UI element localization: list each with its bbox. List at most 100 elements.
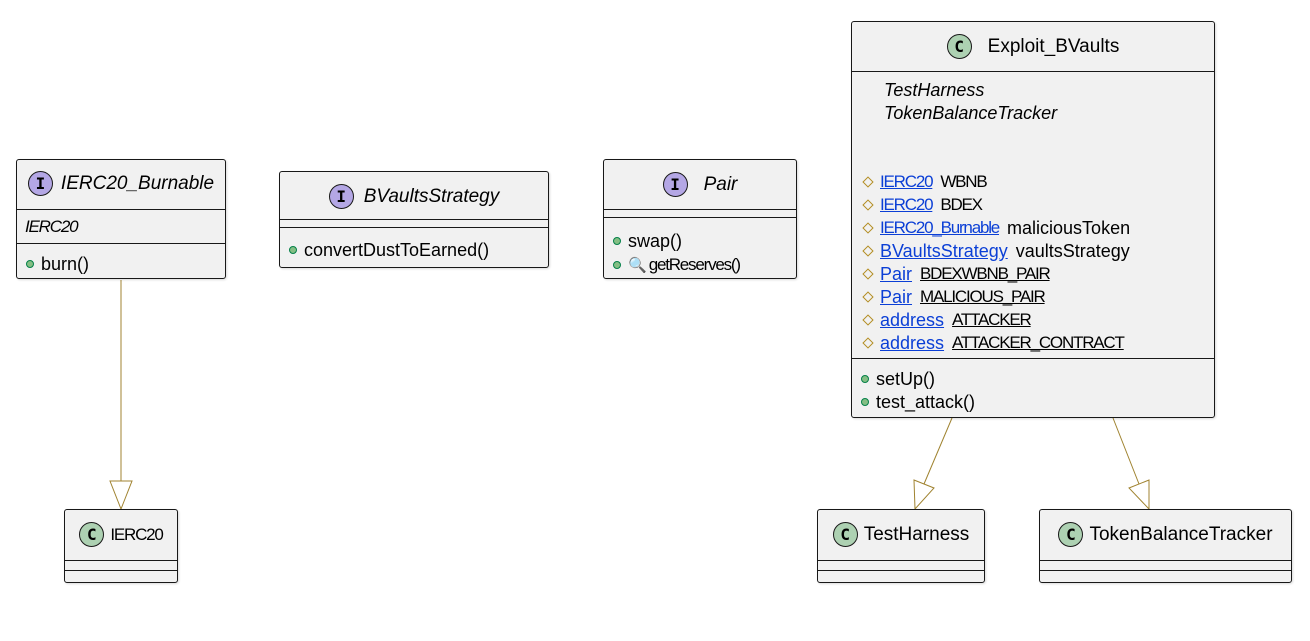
interface-badge-icon: I [662, 172, 688, 197]
field-type-link[interactable]: IERC20_Burnable [880, 218, 1000, 237]
parent-label: TestHarness [884, 79, 985, 100]
public-method-icon [26, 260, 34, 268]
divider [17, 243, 225, 244]
class-name: IERC20_Burnable [60, 172, 215, 194]
divider [604, 209, 796, 210]
divider [818, 560, 984, 561]
class-name: BVaultsStrategy [363, 185, 500, 207]
pair-interface[interactable]: I Pair swap() 🔍 getReserves() [603, 159, 797, 279]
public-method-icon [861, 398, 869, 406]
field-row: Pair BDEXWBNB_PAIR [861, 263, 1051, 285]
field-row: IERC20_Burnable maliciousToken [861, 217, 1130, 239]
token-balance-tracker-class[interactable]: C TokenBalanceTracker [1039, 509, 1292, 583]
class-badge-icon: C [946, 34, 972, 59]
divider [852, 358, 1214, 359]
method-name: setUp() [876, 368, 936, 389]
arrowhead-tokenbalancetracker [1128, 479, 1150, 511]
edge-exploit-to-testharness [923, 417, 953, 485]
method-row: convertDustToEarned() [289, 239, 489, 261]
field-type-link[interactable]: BVaultsStrategy [880, 240, 1008, 261]
field-row: IERC20 BDEX [861, 194, 983, 216]
class-name: IERC20 [110, 524, 164, 544]
test-harness-class[interactable]: C TestHarness [817, 509, 985, 583]
interface-badge-icon: I [27, 171, 53, 196]
interface-badge-icon: I [328, 184, 354, 209]
class-badge-icon: C [1058, 522, 1084, 547]
class-header: C TokenBalanceTracker [1040, 522, 1291, 547]
protected-field-icon [862, 176, 874, 188]
protected-field-icon [862, 291, 874, 303]
field-row: address ATTACKER [861, 309, 1032, 331]
method-row: 🔍 getReserves() [613, 254, 741, 276]
static-field-name: ATTACKER_CONTRACT [952, 333, 1125, 352]
class-badge-icon: C [79, 522, 105, 547]
static-field-name: MALICIOUS_PAIR [920, 287, 1046, 306]
ierc20-burnable-interface[interactable]: I IERC20_Burnable IERC20 burn() [16, 159, 226, 279]
field-row: BVaultsStrategy vaultsStrategy [861, 240, 1130, 262]
divider [604, 217, 796, 218]
method-name: getReserves() [648, 255, 741, 274]
method-name: convertDustToEarned() [304, 239, 490, 260]
field-name: maliciousToken [1007, 217, 1131, 238]
class-header: C TestHarness [818, 522, 984, 547]
public-method-icon [613, 237, 621, 245]
public-method-icon [613, 261, 621, 269]
protected-field-icon [862, 245, 874, 257]
method-row: test_attack() [861, 391, 975, 413]
protected-field-icon [862, 337, 874, 349]
field-type-link[interactable]: address [880, 332, 945, 353]
field-name: WBNB [940, 172, 987, 191]
class-header: I BVaultsStrategy [280, 184, 548, 209]
field-name: vaultsStrategy [1015, 240, 1130, 261]
class-name: Exploit_BVaults [987, 35, 1120, 57]
public-method-icon [861, 375, 869, 383]
divider [1040, 570, 1291, 571]
arrowhead-ierc20 [109, 480, 133, 511]
protected-field-icon [862, 268, 874, 280]
static-field-name: ATTACKER [952, 310, 1032, 329]
class-header: I Pair [604, 172, 796, 197]
edge-exploit-to-tokenbalancetracker [1112, 417, 1140, 485]
divider [852, 71, 1214, 72]
bvaults-strategy-interface[interactable]: I BVaultsStrategy convertDustToEarned() [279, 171, 549, 268]
exploit-bvaults-class[interactable]: C Exploit_BVaults TestHarness TokenBalan… [851, 21, 1215, 418]
static-field-name: BDEXWBNB_PAIR [920, 264, 1051, 283]
field-row: IERC20 WBNB [861, 171, 988, 193]
method-name: burn() [41, 253, 90, 274]
method-row: swap() [613, 230, 682, 252]
divider [818, 570, 984, 571]
magnifier-icon: 🔍 [628, 257, 647, 274]
field-name: BDEX [940, 195, 983, 214]
divider [65, 560, 177, 561]
class-name: TestHarness [863, 523, 970, 545]
class-name: TokenBalanceTracker [1089, 523, 1273, 545]
method-row: burn() [26, 253, 89, 275]
method-row: setUp() [861, 368, 935, 390]
ierc20-class[interactable]: C IERC20 [64, 509, 178, 583]
field-type-link[interactable]: IERC20 [880, 195, 934, 214]
protected-field-icon [862, 314, 874, 326]
class-header: C IERC20 [65, 522, 177, 547]
divider [17, 209, 225, 210]
parent-label: IERC20 [25, 217, 79, 236]
field-row: address ATTACKER_CONTRACT [861, 332, 1125, 354]
protected-field-icon [862, 222, 874, 234]
field-type-link[interactable]: Pair [880, 263, 913, 284]
field-row: Pair MALICIOUS_PAIR [861, 286, 1046, 308]
divider [280, 219, 548, 220]
parent-label: TokenBalanceTracker [884, 102, 1058, 123]
method-name: test_attack() [876, 391, 976, 412]
field-type-link[interactable]: IERC20 [880, 172, 934, 191]
field-type-link[interactable]: address [880, 309, 945, 330]
divider [280, 227, 548, 228]
protected-field-icon [862, 199, 874, 211]
arrowhead-testharness [913, 479, 935, 511]
field-type-link[interactable]: Pair [880, 286, 913, 307]
class-name: Pair [703, 173, 738, 195]
class-header: I IERC20_Burnable [17, 171, 225, 196]
divider [1040, 560, 1291, 561]
public-method-icon [289, 246, 297, 254]
class-header: C Exploit_BVaults [852, 34, 1214, 59]
class-badge-icon: C [832, 522, 858, 547]
